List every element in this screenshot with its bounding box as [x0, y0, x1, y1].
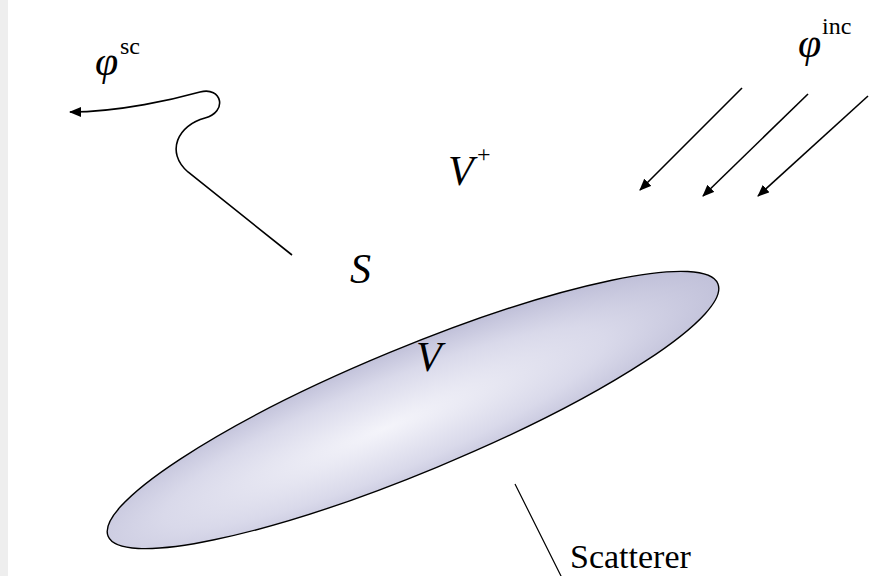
- scattered-wave: [70, 91, 292, 255]
- part-name: Scatterer: [570, 540, 691, 574]
- incident-arrow: [640, 88, 742, 190]
- scatterer-body: V: [100, 270, 730, 550]
- edge-strip: [0, 0, 8, 576]
- region-symbol: V: [448, 150, 474, 192]
- superscript: +: [477, 142, 491, 166]
- superscript: inc: [822, 14, 851, 38]
- surface-symbol: S: [350, 248, 371, 290]
- leader-line: [515, 484, 730, 576]
- field-symbol: φ: [95, 40, 118, 82]
- region-symbol: V: [416, 336, 442, 378]
- incident-arrow: [703, 94, 808, 196]
- ellipse-outline: [100, 270, 730, 550]
- incident-arrow: [758, 96, 868, 196]
- field-symbol: φ: [798, 22, 821, 64]
- superscript: sc: [120, 34, 140, 58]
